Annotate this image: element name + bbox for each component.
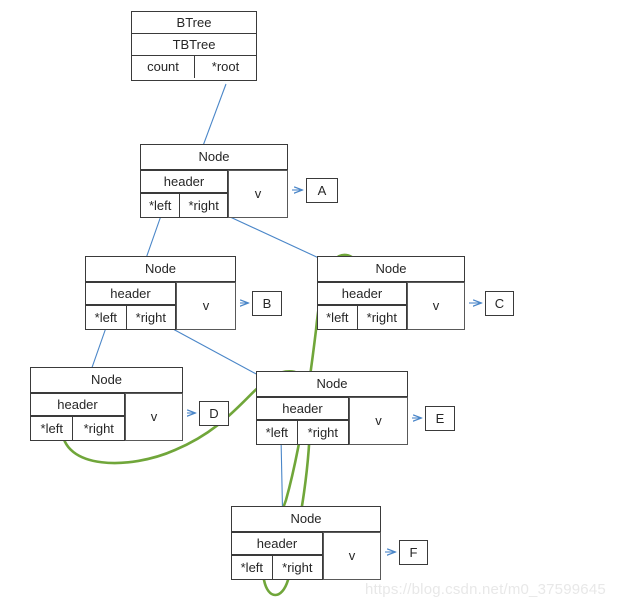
node-d-value: v — [125, 393, 183, 441]
node-e-left-pointer: *left — [256, 420, 298, 445]
leaf-box-f: F — [399, 540, 428, 565]
node-b-right-pointer: *right — [125, 305, 176, 330]
node-b-title: Node — [85, 256, 236, 282]
leaf-box-a: A — [306, 178, 338, 203]
node-f-pointer-row: *left*right — [231, 555, 323, 580]
node-f-title: Node — [231, 506, 381, 532]
node-a-pointer-row: *left*right — [140, 193, 228, 218]
btree-name: BTree — [132, 12, 256, 34]
node-a-header: header — [140, 170, 228, 193]
watermark-text: https://blog.csdn.net/m0_37599645 — [365, 581, 606, 598]
node-c-left-pointer: *left — [317, 305, 358, 330]
btree-type: TBTree — [132, 34, 256, 56]
node-d-header: header — [30, 393, 125, 416]
node-b-header: header — [85, 282, 176, 305]
btree-struct-box: BTree TBTree count *root — [131, 11, 257, 81]
node-f-right-pointer: *right — [271, 555, 323, 580]
node-f-value: v — [323, 532, 381, 580]
node-c-header: header — [317, 282, 407, 305]
node-d-title: Node — [30, 367, 183, 393]
node-c-right-pointer: *right — [356, 305, 407, 330]
node-a-left-pointer: *left — [140, 193, 181, 218]
node-a-title: Node — [140, 144, 288, 170]
btree-field-count: count — [147, 59, 179, 74]
node-e-right-pointer: *right — [296, 420, 349, 445]
node-b-value: v — [176, 282, 236, 330]
leaf-box-c: C — [485, 291, 514, 316]
node-c-pointer-row: *left*right — [317, 305, 407, 330]
node-e-header: header — [256, 397, 349, 420]
node-d-pointer-row: *left*right — [30, 416, 125, 441]
node-e-title: Node — [256, 371, 408, 397]
leaf-box-b: B — [252, 291, 282, 316]
node-a-value: v — [228, 170, 288, 218]
node-d-left-pointer: *left — [30, 416, 74, 441]
node-e-value: v — [349, 397, 408, 445]
node-d-right-pointer: *right — [72, 416, 125, 441]
btree-field-root: *root — [194, 56, 256, 78]
node-c-value: v — [407, 282, 465, 330]
leaf-box-e: E — [425, 406, 455, 431]
node-a-right-pointer: *right — [179, 193, 228, 218]
node-b-left-pointer: *left — [85, 305, 127, 330]
node-e-pointer-row: *left*right — [256, 420, 349, 445]
node-b-pointer-row: *left*right — [85, 305, 176, 330]
btree-fields-row: count *root — [132, 56, 256, 78]
node-f-header: header — [231, 532, 323, 555]
node-f-left-pointer: *left — [231, 555, 273, 580]
node-c-title: Node — [317, 256, 465, 282]
leaf-box-d: D — [199, 401, 229, 426]
